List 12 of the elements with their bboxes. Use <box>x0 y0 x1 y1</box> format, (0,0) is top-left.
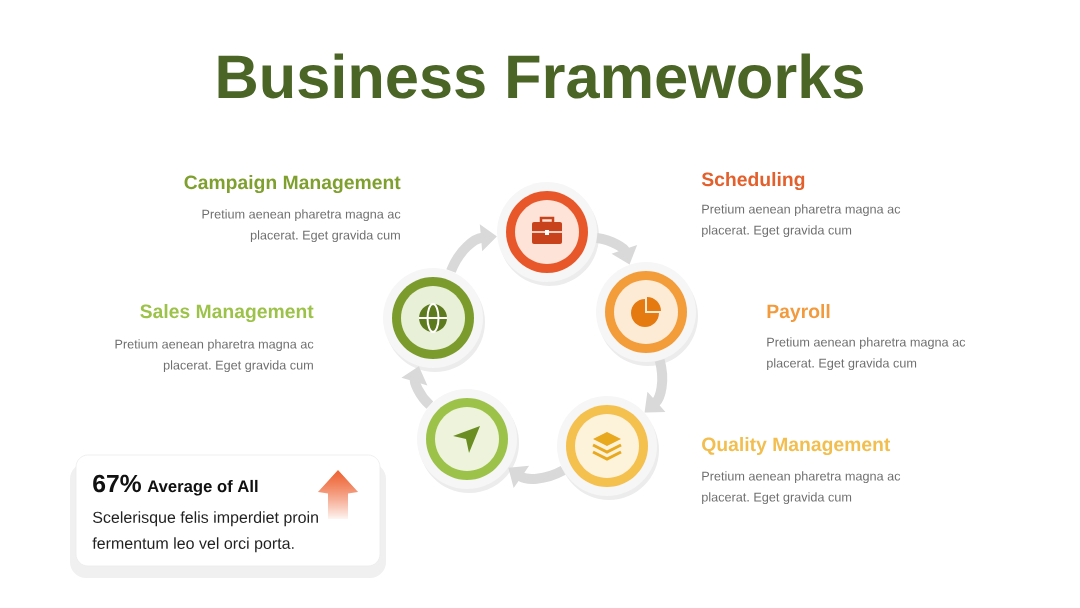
description-text: Pretium aenean pharetra magna ac placerat. Eget gravida cum <box>115 339 314 373</box>
section-heading: Campaign Management <box>184 175 401 194</box>
description-text: Pretium aenean pharetra magna ac placerat. Eget gravida cum <box>767 337 966 371</box>
title: Business Frameworks <box>218 53 863 99</box>
section-heading: Sales Management <box>140 304 314 323</box>
section-heading: Payroll <box>767 304 830 322</box>
description-text: Pretium aenean pharetra magna ac placerat. Eget gravida cum <box>702 471 901 505</box>
description-text: Pretium aenean pharetra magna ac placerat. Eget gravida cum <box>702 204 901 238</box>
section-heading: Quality Management <box>702 437 891 456</box>
description-text: Pretium aenean pharetra magna ac placerat. Eget gravida cum <box>202 209 401 243</box>
curved-arrow <box>644 359 668 413</box>
section-heading: Scheduling <box>701 172 805 191</box>
